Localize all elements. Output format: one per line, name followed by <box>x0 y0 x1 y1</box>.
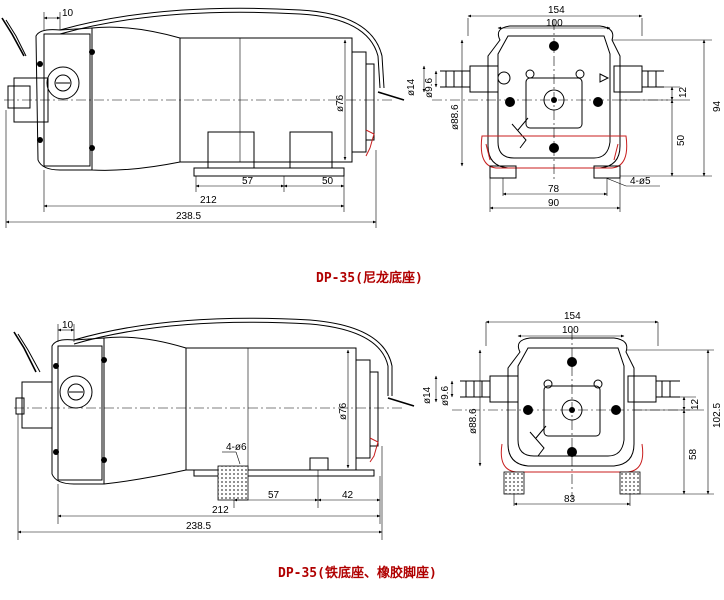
top-front-dim-78: 78 <box>548 184 560 195</box>
top-motor-body <box>91 26 181 171</box>
bottom-motor-can <box>185 347 357 471</box>
top-dim-50: 50 <box>322 176 334 187</box>
top-front-dim-96: ø9.6 <box>424 78 435 98</box>
bottom-power-wire <box>13 331 37 373</box>
top-bolt-left <box>505 97 515 107</box>
top-front-view: 154 100 ø14 ø9.6 ø88.6 12 94 50 4-ø5 78 <box>406 5 723 212</box>
top-front-dim-12: 12 <box>678 86 689 98</box>
top-front-dim-90: 90 <box>548 198 560 209</box>
top-base-foot-right <box>289 131 333 169</box>
bottom-rubber-foot <box>217 465 249 501</box>
bottom-bypass-hose <box>73 317 393 396</box>
top-front-dim-14: ø14 <box>406 78 417 96</box>
bottom-front-dim-96: ø9.6 <box>440 386 451 406</box>
top-dim-238: 238.5 <box>176 211 201 222</box>
bottom-front-dim-83: 83 <box>564 494 576 505</box>
top-front-dim-154: 154 <box>548 5 565 16</box>
bottom-front-dim-154: 154 <box>564 311 581 322</box>
bottom-front-housing <box>507 337 635 467</box>
bottom-front-base <box>500 443 644 473</box>
top-base-foot-left <box>207 131 255 169</box>
top-bypass-hose <box>59 7 385 89</box>
bottom-front-dim-1025: 102.5 <box>712 403 723 428</box>
top-right-port <box>613 65 643 93</box>
bottom-dim-76: ø76 <box>338 402 349 420</box>
bottom-pump-head <box>51 337 105 485</box>
bottom-dim-57: 57 <box>268 490 280 501</box>
top-power-wire <box>1 17 25 57</box>
bottom-right-port <box>627 375 657 403</box>
bottom-dim-42: 42 <box>342 490 354 501</box>
bottom-front-dim-886: ø88.6 <box>468 408 479 434</box>
top-dim-76: ø76 <box>335 94 346 112</box>
top-front-dim-94: 94 <box>712 100 723 112</box>
bottom-left-port <box>489 375 519 403</box>
bottom-dim-212: 212 <box>212 505 229 516</box>
top-front-dim-50: 50 <box>676 134 687 146</box>
top-front-dim-886: ø88.6 <box>450 104 461 130</box>
bottom-front-dim-100: 100 <box>562 325 579 336</box>
bottom-side-view: 10 ø76 4-ø6 57 42 212 238.5 <box>13 317 415 540</box>
bottom-front-dim-14: ø14 <box>422 386 433 404</box>
bottom-mount-bracket <box>21 381 53 429</box>
bottom-base-plate <box>193 469 375 477</box>
top-dim-212: 212 <box>200 195 217 206</box>
bottom-caption: DP-35(铁底座、橡胶脚座) <box>278 565 437 581</box>
bottom-dim-10: 10 <box>62 320 74 331</box>
top-base-plate <box>193 167 345 177</box>
bottom-motor-body <box>103 336 187 485</box>
bottom-front-dim-58: 58 <box>688 448 699 460</box>
top-dim-10: 10 <box>62 8 74 19</box>
top-mount-bracket <box>7 85 31 109</box>
bottom-front-view: 154 100 ø14 ø9.6 ø88.6 12 102.5 58 83 <box>422 311 723 506</box>
top-bolt-right <box>593 97 603 107</box>
top-front-dim-100: 100 <box>546 18 563 29</box>
bottom-dim-holes: 4-ø6 <box>226 442 247 453</box>
top-dim-57: 57 <box>242 176 254 187</box>
bottom-dim-238: 238.5 <box>186 521 211 532</box>
top-front-dim-holes: 4-ø5 <box>630 176 651 187</box>
top-outlet-fitting <box>46 66 80 100</box>
bottom-front-dim-12: 12 <box>690 398 701 410</box>
top-front-base <box>480 135 628 169</box>
top-left-port <box>469 65 499 93</box>
top-caption: DP-35(尼龙底座) <box>316 270 423 286</box>
top-side-view: 10 ø76 57 50 212 238.5 <box>1 7 405 228</box>
